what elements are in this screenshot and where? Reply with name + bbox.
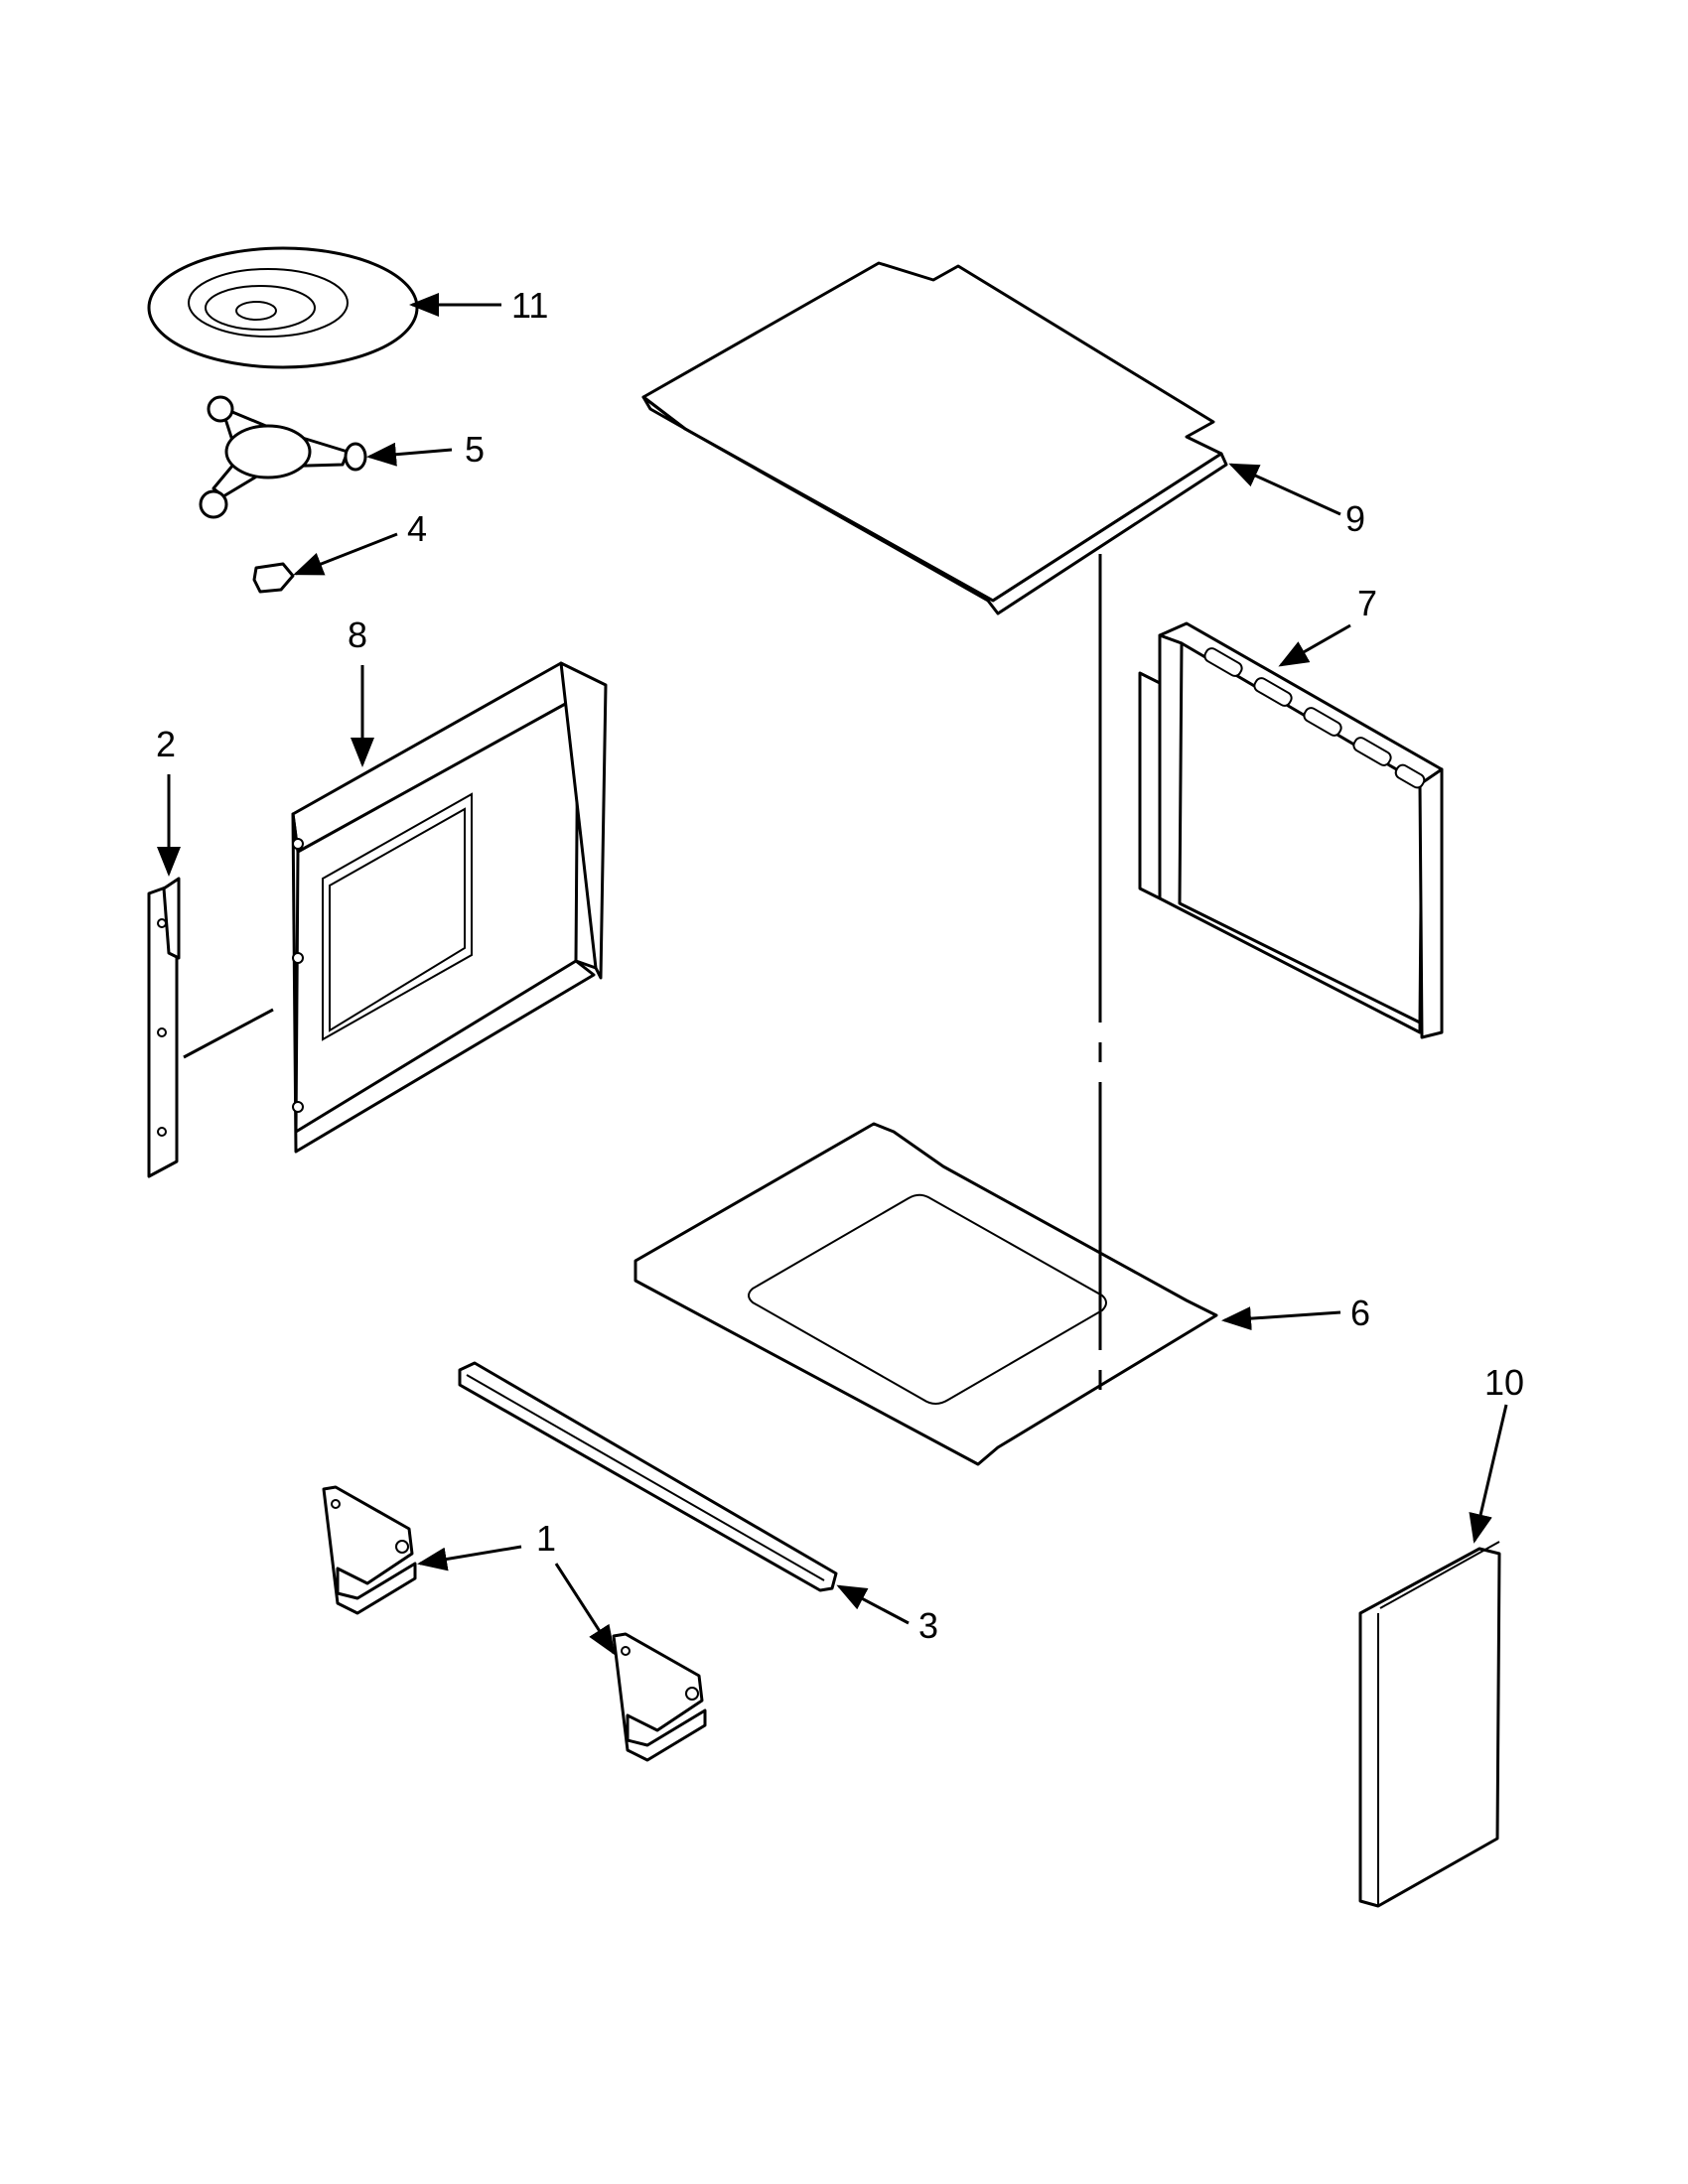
- part-10-rear-panel: [1358, 1541, 1501, 1908]
- part-1-bracket-a: [322, 1485, 417, 1615]
- callout-5: 5: [465, 429, 485, 470]
- callout-arrows: [157, 293, 1508, 1656]
- part-1-bracket-b: [612, 1632, 707, 1762]
- callout-10: 10: [1484, 1362, 1524, 1403]
- callout-6: 6: [1350, 1293, 1370, 1333]
- callout-4: 4: [407, 508, 427, 549]
- callout-1: 1: [536, 1518, 556, 1559]
- part-2-vertical-bracket: [147, 877, 181, 1178]
- callout-7: 7: [1357, 583, 1377, 623]
- part-7-right-side-panel: [1138, 621, 1444, 1039]
- callout-8: 8: [348, 614, 367, 655]
- callout-9: 9: [1345, 498, 1365, 539]
- callout-2: 2: [156, 724, 176, 764]
- part-9-top-panel: [641, 261, 1228, 615]
- part-6-bottom-panel: [633, 1122, 1218, 1466]
- leader-part-2-to-8: [183, 1008, 274, 1059]
- part-11-turntable-tray: [147, 246, 419, 369]
- callout-11: 11: [511, 285, 548, 326]
- part-3-front-rail: [458, 1361, 838, 1592]
- callout-labels: 11 5 4 8 2 9 7 6 1 3 10: [156, 285, 1524, 1646]
- part-4-coupler: [252, 562, 295, 594]
- part-5-turntable-support: [199, 395, 367, 519]
- part-8-left-side-panel: [291, 661, 608, 1154]
- callout-3: 3: [918, 1605, 938, 1646]
